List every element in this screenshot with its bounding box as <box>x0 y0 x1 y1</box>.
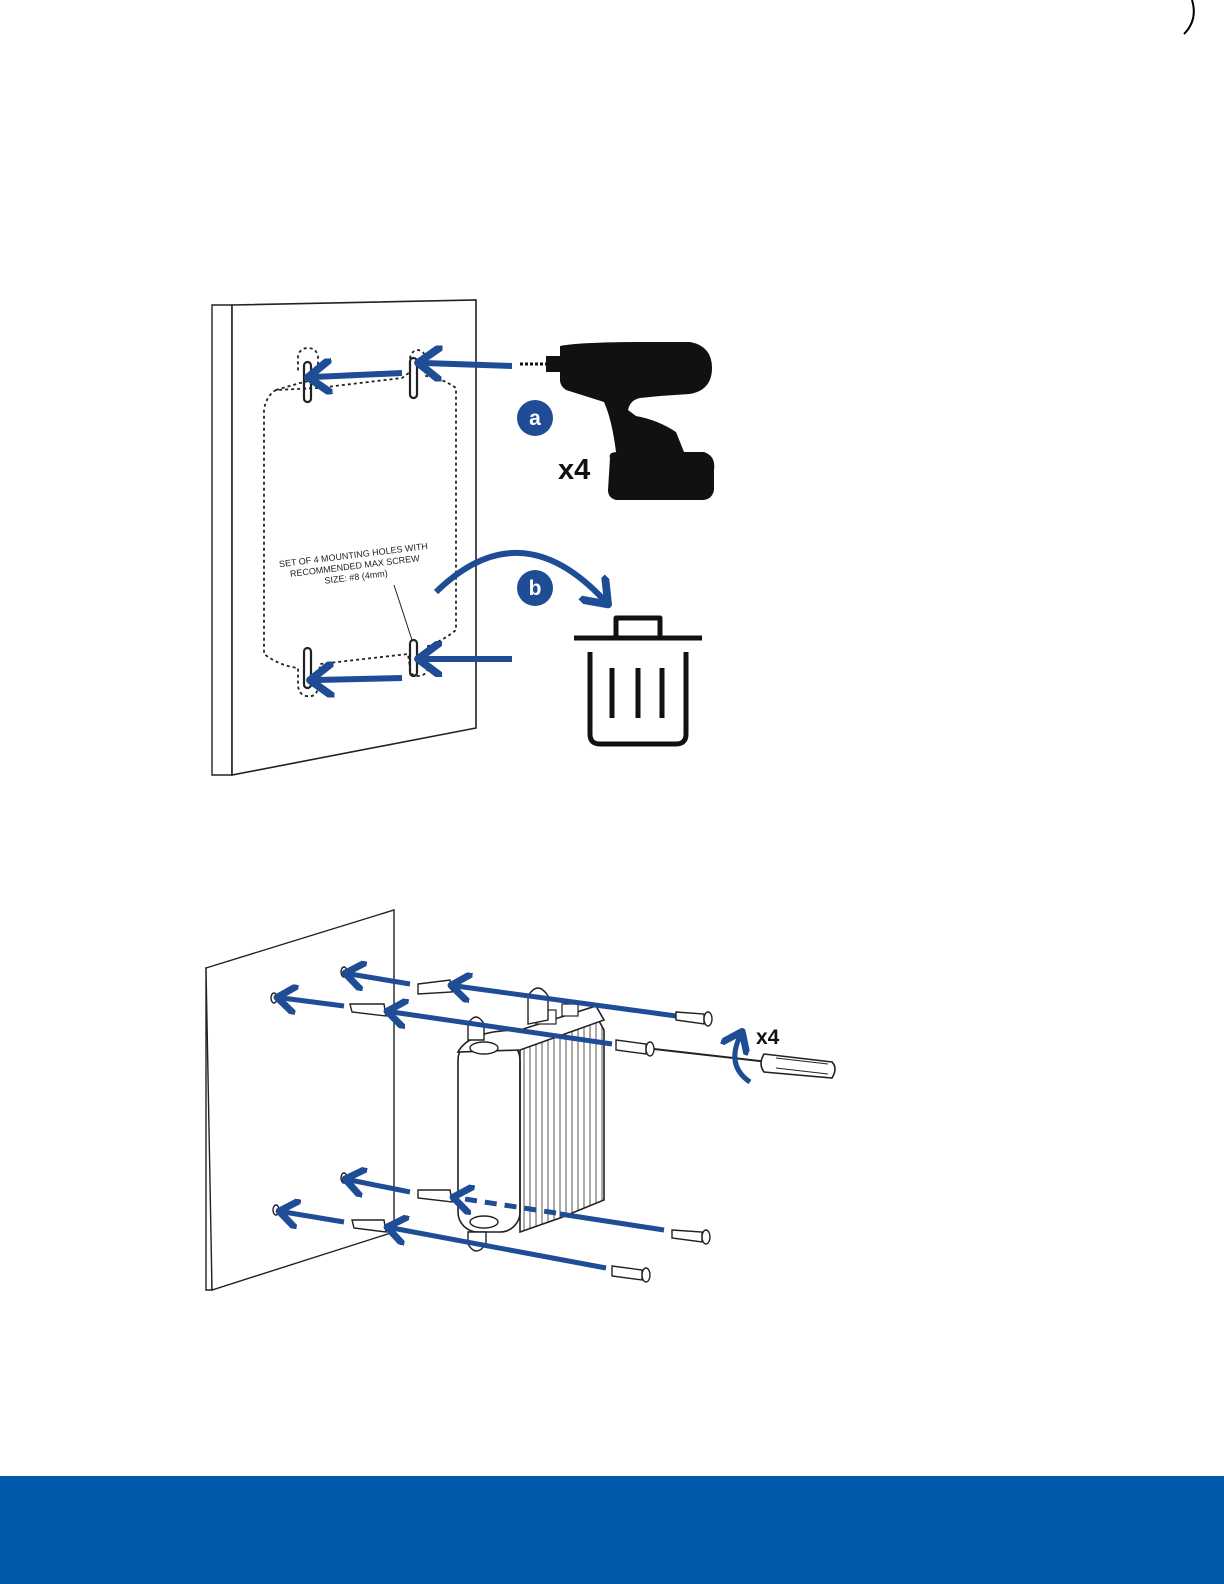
step-badge-b: b <box>517 570 553 606</box>
page-corner-curve <box>0 0 1224 40</box>
footer-bar <box>0 1476 1224 1584</box>
drill-count-label: x4 <box>558 454 590 486</box>
wall-panel <box>212 300 476 775</box>
screwdriver-icon <box>654 1049 835 1078</box>
screws <box>612 1012 712 1282</box>
badge-b-label: b <box>529 577 542 600</box>
screw-count-label: x4 <box>756 1026 780 1049</box>
wall-panel-2 <box>206 910 394 1290</box>
trash-can-icon <box>574 618 702 744</box>
badge-a-label: a <box>529 407 541 430</box>
drill-template-illustration: SET OF 4 MOUNTING HOLES WITH RECOMMENDED… <box>0 290 1224 800</box>
step-badge-a: a <box>517 400 553 436</box>
mount-unit-illustration: x4 <box>0 900 1224 1310</box>
